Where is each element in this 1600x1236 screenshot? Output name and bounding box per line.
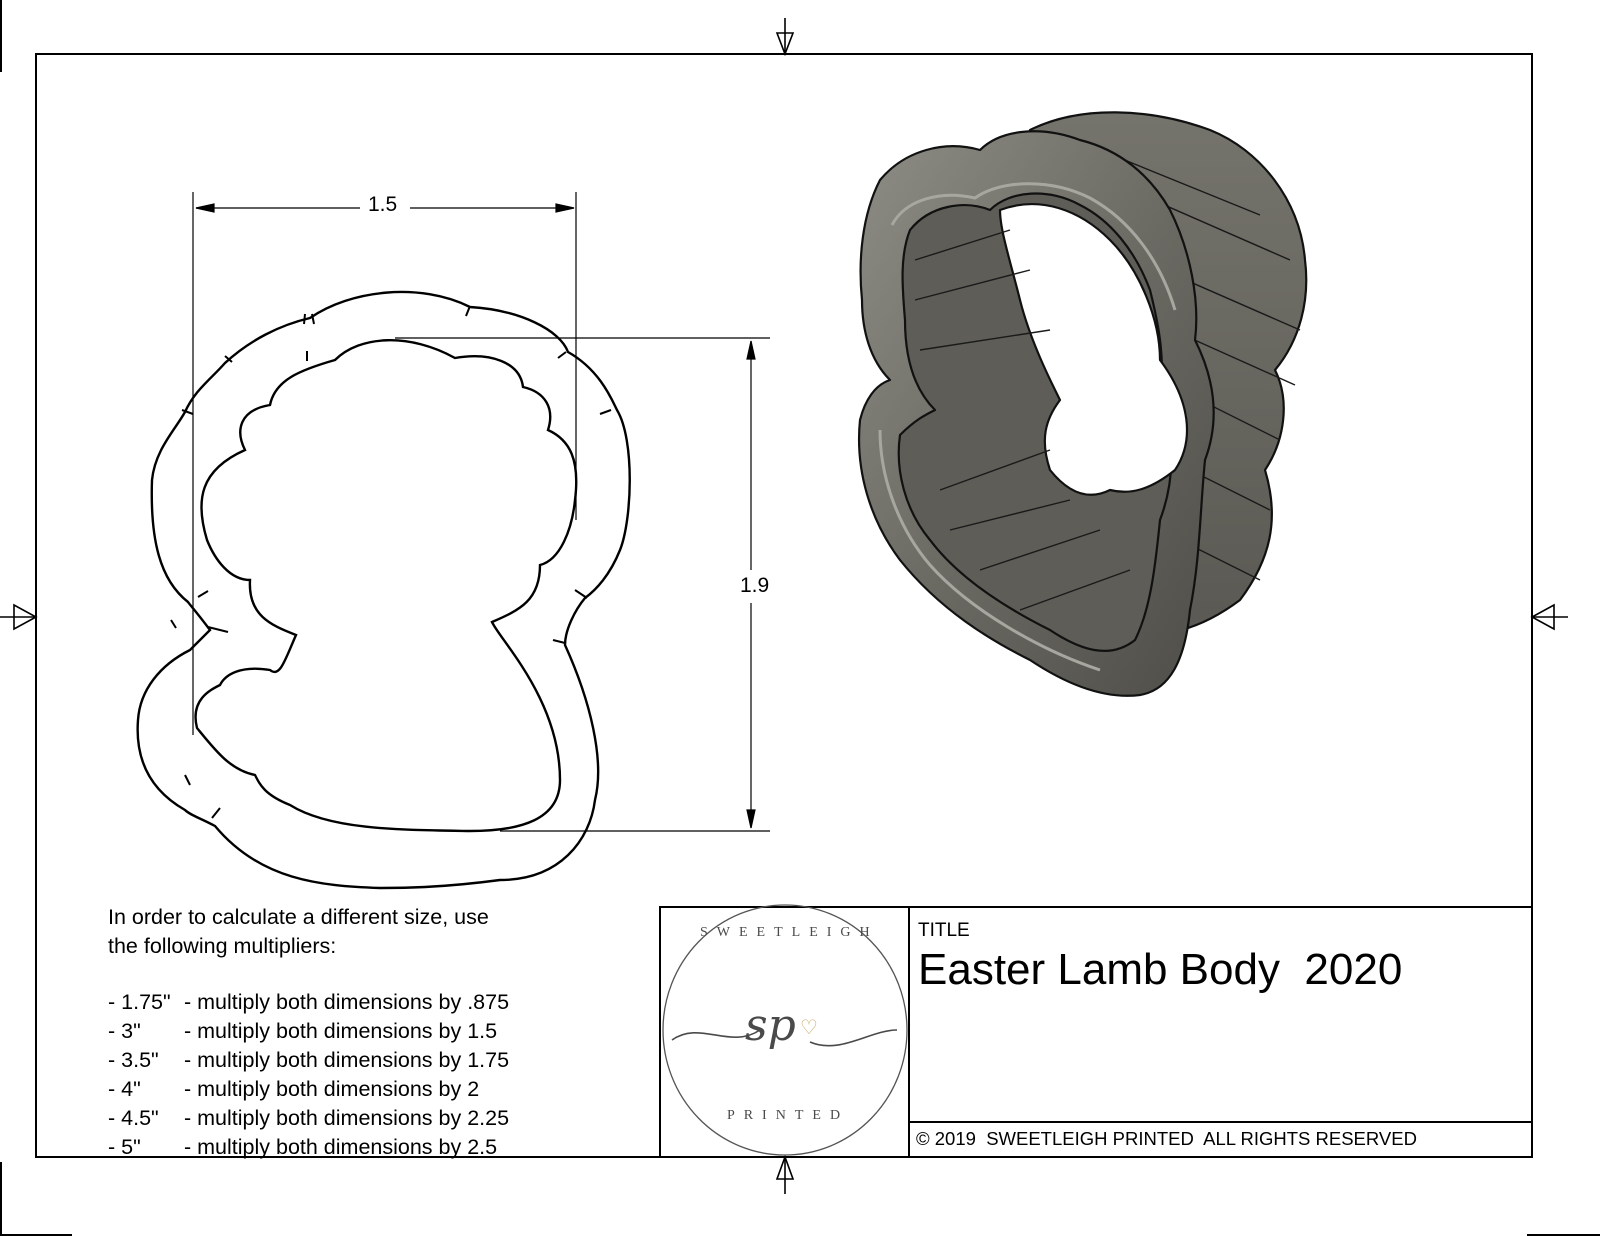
multiplier-row: - 5" - multiply both dimensions by 2.5 xyxy=(108,1133,509,1162)
multiplier-size: - 1.75" xyxy=(108,990,171,1014)
multiplier-row: - 4.5" - multiply both dimensions by 2.2… xyxy=(108,1104,509,1133)
heart-icon: ♡ xyxy=(800,1017,818,1039)
multiplier-size: - 4.5" xyxy=(108,1106,159,1130)
notes-intro-line-2: the following multipliers: xyxy=(108,934,337,958)
cutter-3d-render xyxy=(857,111,1308,697)
sweetleigh-printed-logo xyxy=(662,904,908,1156)
copyright-notice: © 2019 SWEETLEIGH PRINTED ALL RIGHTS RES… xyxy=(916,1128,1417,1149)
notes-intro-line-1: In order to calculate a different size, … xyxy=(108,905,489,929)
multiplier-text: - multiply both dimensions by 2.5 xyxy=(184,1135,498,1159)
center-marker-top-icon xyxy=(775,18,795,57)
logo-top-text: SWEETLEIGH xyxy=(700,925,879,940)
multiplier-text: - multiply both dimensions by 1.75 xyxy=(184,1048,510,1072)
multiplier-row: - 1.75" - multiply both dimensions by .8… xyxy=(108,988,509,1017)
width-dimension xyxy=(192,192,577,735)
inner-cutter-outline xyxy=(194,339,578,833)
drawing-title: Easter Lamb Body 2020 xyxy=(918,945,1403,994)
logo-monogram: sp xyxy=(745,1000,796,1051)
height-dimension xyxy=(395,337,770,832)
center-marker-left-icon xyxy=(0,603,38,631)
multiplier-size: - 5" xyxy=(108,1135,141,1159)
width-dimension-label: 1.5 xyxy=(362,193,404,217)
notes-intro: In order to calculate a different size, … xyxy=(108,903,509,961)
title-block-frame xyxy=(659,906,1533,1158)
multiplier-row: - 3.5" - multiply both dimensions by 1.7… xyxy=(108,1046,509,1075)
logo-bottom-text: PRINTED xyxy=(726,1108,850,1123)
center-marker-bottom-icon xyxy=(775,1154,795,1194)
multiplier-row: - 4" - multiply both dimensions by 2 xyxy=(108,1075,509,1104)
multiplier-text: - multiply both dimensions by 2 xyxy=(184,1077,480,1101)
multiplier-size: - 3" xyxy=(108,1019,141,1043)
multiplier-text: - multiply both dimensions by 1.5 xyxy=(184,1019,498,1043)
center-marker-right-icon xyxy=(1530,603,1568,631)
multiplier-size: - 3.5" xyxy=(108,1048,159,1072)
multiplier-text: - multiply both dimensions by 2.25 xyxy=(184,1106,510,1130)
multiplier-text: - multiply both dimensions by .875 xyxy=(184,990,510,1014)
multiplier-size: - 4" xyxy=(108,1077,141,1101)
size-multiplier-notes: In order to calculate a different size, … xyxy=(108,903,509,1162)
outline-segment-ticks xyxy=(170,305,612,819)
height-dimension-label: 1.9 xyxy=(734,574,776,598)
title-label: TITLE xyxy=(918,920,970,941)
multiplier-row: - 3" - multiply both dimensions by 1.5 xyxy=(108,1017,509,1046)
outer-cutter-outline xyxy=(136,290,631,890)
